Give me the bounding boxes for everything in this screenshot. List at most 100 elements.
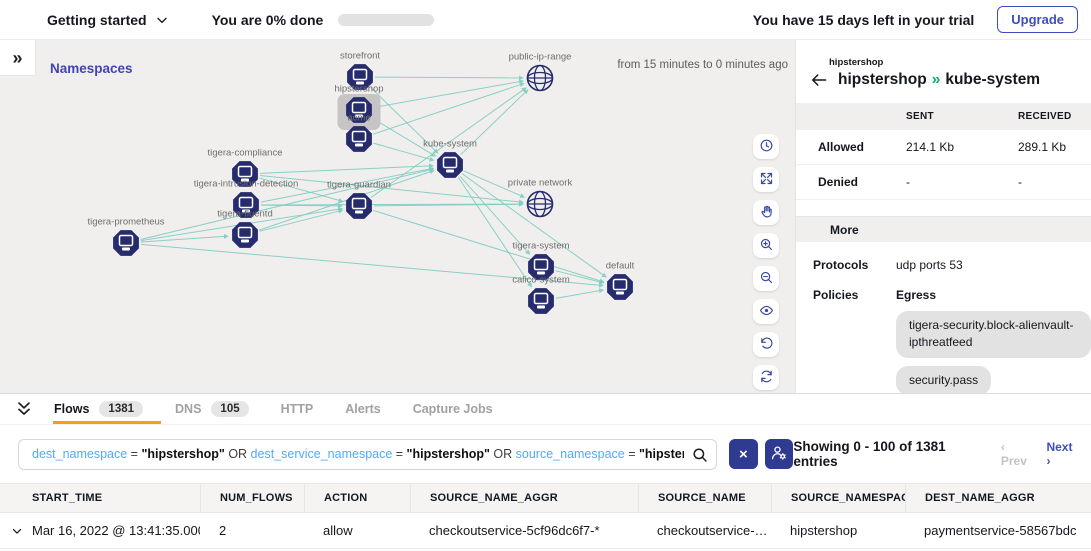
filter-segment-op: OR [489, 447, 516, 461]
cell-dest_name_aggr: paymentservice-58567bdc [905, 513, 1091, 548]
graph-node-kube-system[interactable]: kube-system [423, 139, 477, 178]
back-arrow-icon[interactable] [809, 70, 829, 90]
details-panel: hipstershop hipstershop»kube-system SENT… [795, 40, 1091, 393]
cell-source_name_aggr: checkoutservice-5cf96dc6f7-* [410, 513, 638, 548]
filter-segment-field: dest_namespace [32, 447, 128, 461]
expand-button[interactable] [753, 167, 779, 192]
graph-node-default[interactable]: default [606, 261, 635, 300]
eye-icon [759, 303, 774, 321]
next-page-link[interactable]: Next › [1046, 440, 1073, 468]
filter-segment-value: "hipstershop" [141, 447, 225, 461]
graph-edge [373, 82, 525, 135]
protocols-label: Protocols [813, 258, 869, 272]
filter-query-text: dest_namespace = "hipstershop" OR dest_s… [32, 440, 684, 469]
tab-alerts[interactable]: Alerts [345, 394, 380, 424]
double-chevron-right-icon: » [12, 47, 23, 68]
cell-source_namespace: hipstershop [771, 513, 905, 548]
filter-segment-value: "hipstershop" [639, 447, 684, 461]
zoom-out-button[interactable] [753, 266, 779, 291]
eye-button[interactable] [753, 299, 779, 324]
filter-bar: dest_namespace = "hipstershop" OR dest_s… [0, 425, 1091, 483]
graph-edge [259, 175, 524, 205]
column-header-source_namespace[interactable]: SOURCE_NAMESPACE [771, 484, 905, 512]
graph-node-tigera-system[interactable]: tigera-system [512, 241, 570, 280]
undo-button[interactable] [753, 332, 779, 357]
stats-received-value: 289.1 Kb [1018, 140, 1067, 154]
column-header-num_flows[interactable]: NUM_FLOWS [200, 484, 304, 512]
column-header-start_time[interactable]: START_TIME [32, 492, 103, 504]
graph-node-label: acme [347, 113, 370, 124]
graph-node-public-ip-range[interactable]: public-ip-range [509, 52, 572, 92]
zoom-in-button[interactable] [753, 233, 779, 258]
graph-node-storefront[interactable]: storefront [340, 51, 380, 90]
column-header-source_name_aggr[interactable]: SOURCE_NAME_AGGR [410, 484, 638, 512]
graph-node-tigera-prometheus[interactable]: tigera-prometheus [87, 217, 165, 256]
graph-node-label: tigera-compliance [208, 148, 283, 159]
policies-label: Policies [813, 288, 859, 302]
prev-page-link[interactable]: ‹ Prev [1000, 440, 1027, 468]
policy-pill[interactable]: tigera-security.block-alienvault-ipthrea… [896, 311, 1091, 358]
zoom-out-icon [759, 270, 774, 288]
clear-filter-button[interactable]: × [729, 439, 758, 469]
stats-header-row: SENT RECEIVED [796, 103, 1091, 130]
graph-node-label: calico-system [512, 275, 570, 286]
tab-capture-jobs[interactable]: Capture Jobs [413, 394, 493, 424]
graph-node-tigera-fluentd[interactable]: tigera-fluentd [217, 209, 273, 248]
policy-list: tigera-security.block-alienvault-ipthrea… [896, 311, 1091, 393]
refresh-button[interactable] [753, 365, 779, 390]
graph-node-tigera-compliance[interactable]: tigera-compliance [208, 148, 283, 187]
namespace-graph[interactable]: storefront hipstershop acme kube-system publ… [0, 40, 795, 393]
tab-label: DNS [175, 402, 202, 416]
filter-query-input[interactable]: dest_namespace = "hipstershop" OR dest_s… [18, 438, 717, 470]
graph-node-hipstershop[interactable]: hipstershop [334, 84, 384, 131]
graph-edge [374, 75, 524, 81]
filter-segment-field: source_namespace [515, 447, 625, 461]
graph-node-private-network[interactable]: private network [508, 178, 573, 218]
details-title-row: hipstershop»kube-system [796, 70, 1091, 90]
graph-node-tigera-guardian[interactable]: tigera-guardian [327, 180, 391, 219]
column-header-action[interactable]: ACTION [304, 484, 410, 512]
filter-segment-op: = [127, 447, 142, 461]
tab-label: Capture Jobs [412, 402, 493, 416]
close-icon: × [738, 445, 748, 463]
graph-node-label: public-ip-range [509, 52, 572, 63]
upgrade-button[interactable]: Upgrade [997, 6, 1078, 33]
policy-pill[interactable]: security.pass [896, 365, 992, 393]
expand-row-icon[interactable] [10, 524, 24, 538]
graph-edge [457, 177, 533, 288]
cell-text: allow [323, 523, 353, 538]
collapse-panel-icon[interactable] [14, 399, 34, 419]
column-header-source_name[interactable]: SOURCE_NAME [638, 484, 771, 512]
column-header-dest_name_aggr[interactable]: DEST_NAME_AGGR [905, 484, 1091, 512]
expand-sidebar-button[interactable]: » [0, 40, 36, 76]
user-settings-button[interactable] [764, 439, 794, 469]
graph-edge [140, 233, 229, 243]
graph-node-calico-system[interactable]: calico-system [512, 275, 570, 314]
sent-column-header: SENT [906, 111, 934, 122]
pan-button[interactable] [753, 200, 779, 225]
graph-edge [555, 270, 605, 285]
graph-edge [259, 208, 344, 232]
stats-sent-value: 214.1 Kb [906, 140, 955, 154]
getting-started-menu[interactable]: Getting started [47, 11, 147, 28]
refresh-icon [759, 369, 774, 387]
graph-node-label: default [606, 261, 635, 272]
search-icon[interactable] [691, 446, 709, 464]
graph-node-acme[interactable]: acme [346, 113, 372, 152]
progress-bar [338, 13, 435, 26]
pagination-summary: Showing 0 - 100 of 1381 entries [793, 439, 946, 469]
graph-node-label: storefront [340, 51, 380, 62]
graph-node-label: hipstershop [334, 84, 383, 95]
graph-edge [461, 173, 607, 278]
graph-node-tigera-intrusion-detection[interactable]: tigera-intrusion-detection [194, 179, 299, 218]
tab-http[interactable]: HTTP [281, 394, 314, 424]
chevron-down-icon[interactable] [154, 12, 170, 28]
clock-button[interactable] [753, 134, 779, 159]
